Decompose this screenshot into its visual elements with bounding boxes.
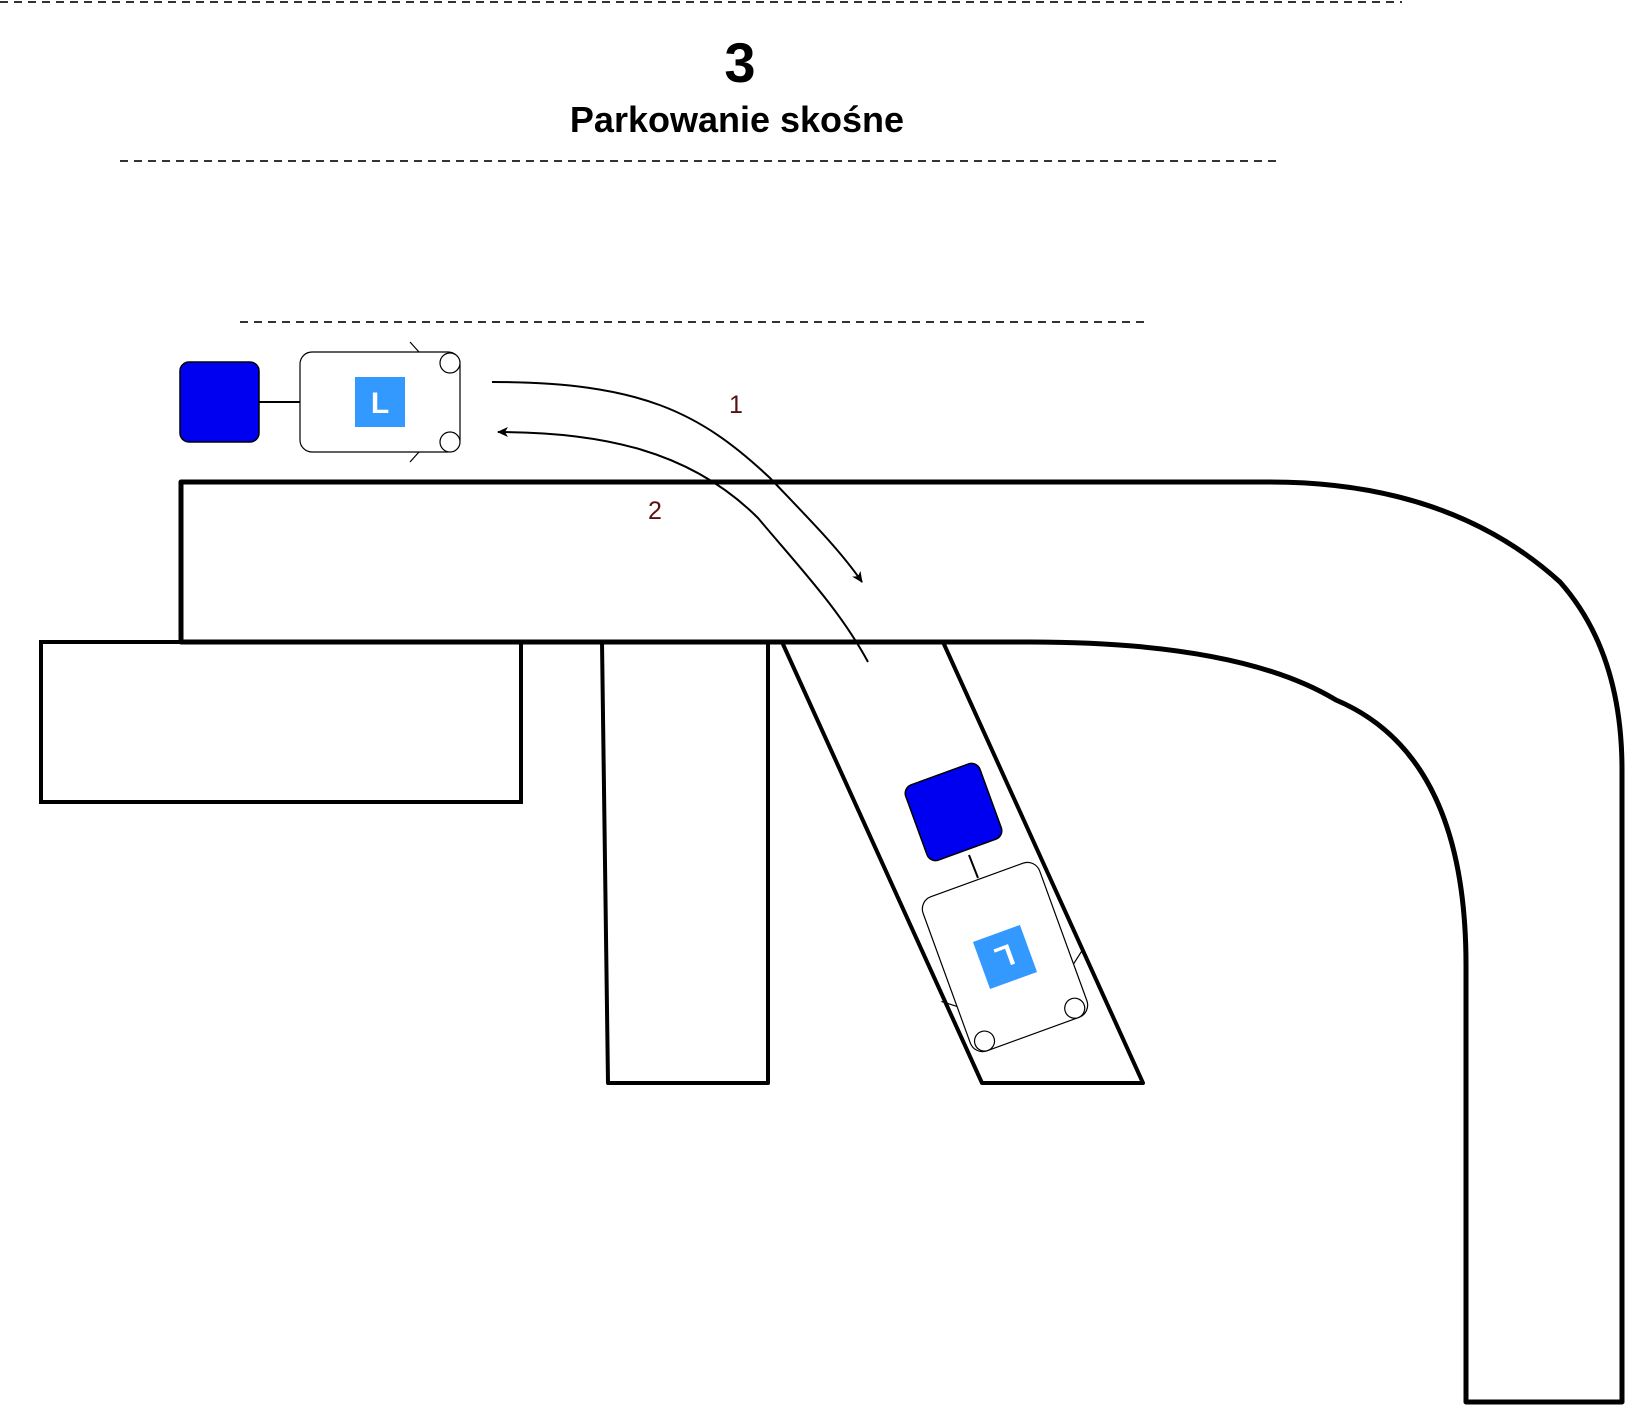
road-outline xyxy=(178,479,1625,1405)
maneuver-arrow-2 xyxy=(497,427,869,663)
wheel-rear-left-parked xyxy=(973,1030,996,1052)
wheel-rear-right-parked xyxy=(1064,997,1086,1019)
trailer-parked xyxy=(904,762,1003,862)
mirror-left-parked xyxy=(941,1000,958,1007)
learner-sign-parked xyxy=(972,924,1038,990)
maneuver-label-2: 2 xyxy=(648,497,662,525)
mirror-right-start xyxy=(409,451,420,463)
wheel-front-bottom-start xyxy=(439,431,461,453)
maneuver-label-1: 1 xyxy=(729,391,743,419)
learner-sign-letter-start: L xyxy=(371,387,389,420)
trailer-start xyxy=(179,361,260,443)
parking-block-left xyxy=(39,640,523,804)
parking-bay-angled xyxy=(780,641,1145,1085)
exercise-number: 3 xyxy=(724,31,755,94)
mirror-right-parked xyxy=(1073,949,1083,965)
mirror-left-start xyxy=(409,341,420,353)
hitch-parked xyxy=(968,854,979,879)
maneuver-arrow-1 xyxy=(491,381,863,583)
exercise-title: Parkowanie skośne xyxy=(570,99,904,140)
parking-bay-straight xyxy=(600,641,770,1085)
wheel-front-top-start xyxy=(439,352,461,374)
learner-sign-start xyxy=(355,377,405,427)
vehicle-start: L xyxy=(179,341,461,463)
vehicle-parked: L xyxy=(904,762,1089,1053)
